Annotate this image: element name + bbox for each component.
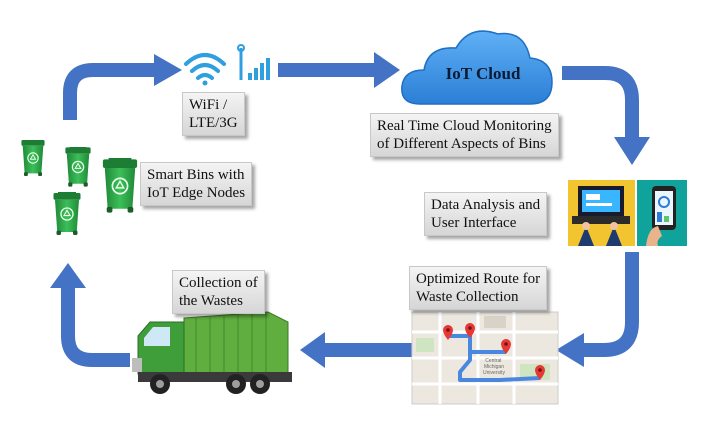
arrow-cloud-to-analysis: [562, 66, 650, 165]
flow-arrows: [50, 52, 650, 368]
cloud-icon: [401, 30, 553, 105]
collection-label: Collection of the Wastes: [172, 270, 265, 314]
smart-bins-label: Smart Bins with IoT Edge Nodes: [140, 162, 253, 206]
bin-icon: [52, 192, 82, 236]
bin-icon: [20, 140, 46, 176]
smart-bins-image: [20, 140, 139, 236]
cloud-label: IoT Cloud: [445, 64, 521, 83]
garbage-truck-image: [132, 311, 292, 394]
bin-icon: [64, 147, 92, 187]
cellular-signal-icon: [237, 44, 270, 80]
arrow-route-to-truck: [300, 332, 412, 368]
arrow-wifi-to-cloud: [278, 52, 400, 88]
laptop-screen-image: [568, 180, 635, 246]
connectivity-label: WiFi / LTE/3G: [182, 92, 245, 136]
cloud-monitoring-label: Real Time Cloud Monitoring of Different …: [370, 113, 559, 157]
route-label: Optimized Route for Waste Collection: [409, 266, 548, 310]
arrow-bins-to-wifi: [63, 54, 182, 120]
data-analysis-label: Data Analysis and User Interface: [424, 192, 548, 236]
wifi-icon: [184, 53, 226, 86]
arrow-analysis-to-route: [556, 252, 639, 367]
phone-app-image: [637, 180, 687, 246]
arrow-truck-to-bins: [50, 263, 130, 367]
bin-icon: [102, 158, 139, 214]
